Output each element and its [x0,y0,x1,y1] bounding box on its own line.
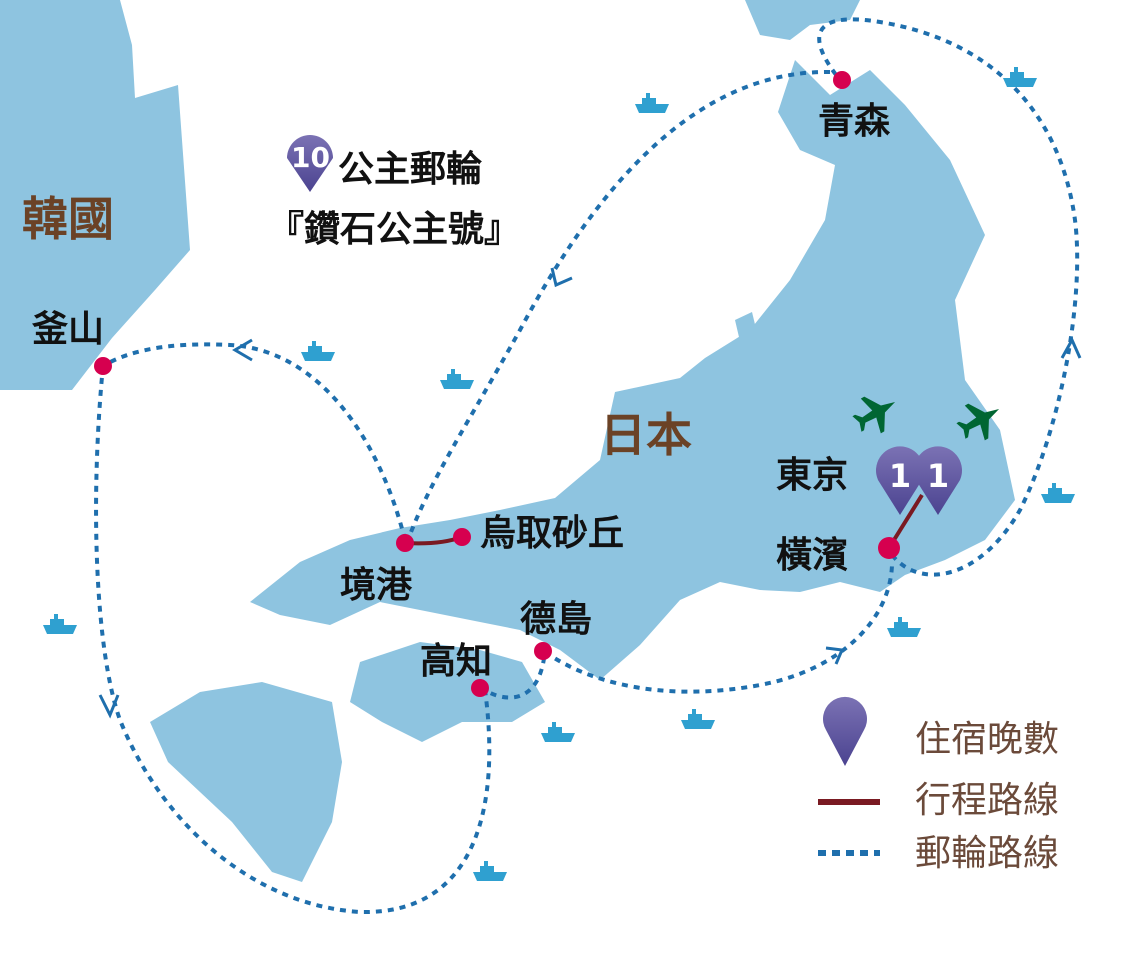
port-label-aomori: 青森 [818,101,891,142]
port-label-tottori: 烏取砂丘 [480,513,625,554]
pin-nights-yokohama: 1 [926,457,950,495]
legend-stay: 住宿晚數 [915,719,1060,760]
legend-itinerary: 行程路線 [915,780,1060,821]
country-label-japan: 日本 [600,408,692,462]
cruise-arrows [98,267,1082,719]
port-label-yokohama: 橫濱 [776,535,849,576]
port-label-tokyo: 東京 [776,455,849,496]
kyushu-land [150,682,342,882]
landmass [0,0,1015,882]
shikoku-land [350,642,545,742]
port-label-kochi: 高知 [420,641,493,682]
port-label-tokushima: 德島 [520,599,593,640]
legend-cruise: 郵輪路線 [915,833,1060,874]
port-label-busan: 釜山 [32,309,105,350]
korea-land [0,0,190,390]
port-label-sakaiminato: 境港 [340,565,413,606]
ship-label-line1: 公主郵輪 [338,149,483,190]
country-label-korea: 韓國 [22,192,114,246]
ship-label-line2: 『鑽石公主號』 [268,209,521,250]
hokkaido-land [745,0,860,40]
stay-pins [287,135,963,766]
port-dots [94,71,900,697]
honshu-land [250,60,1015,680]
pin-nights-cruise: 10 [291,141,330,174]
pin-nights-tokyo: 1 [888,457,912,495]
